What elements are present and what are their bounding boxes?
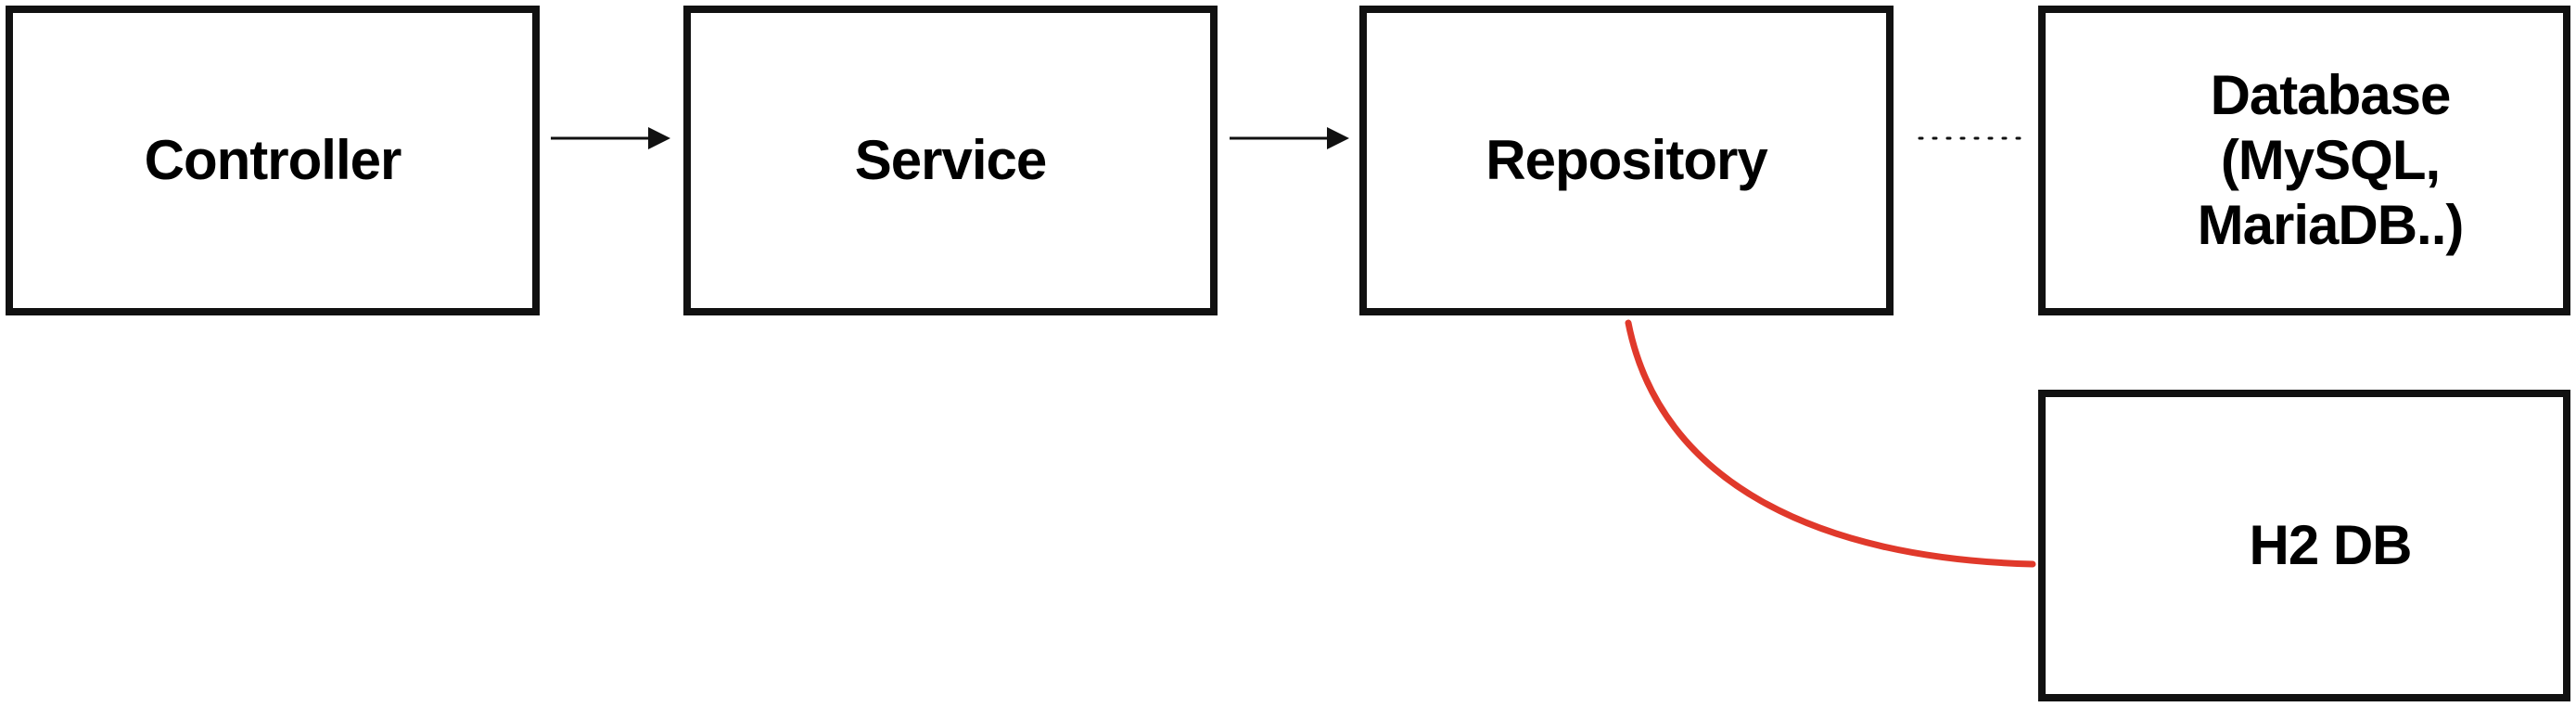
database-box: Database (MySQL, MariaDB..) [2038,6,2570,315]
controller-box: Controller [6,6,540,315]
h2-db-box: H2 DB [2038,390,2570,701]
database-label: Database (MySQL, MariaDB..) [2197,64,2465,256]
h2-db-label: H2 DB [2249,514,2412,576]
curve-repository-to-h2db [1625,319,2036,568]
repository-box: Repository [1359,6,1894,315]
service-box: Service [683,6,1218,315]
service-label: Service [854,129,1048,191]
repository-label: Repository [1486,129,1767,191]
controller-label: Controller [144,129,402,191]
